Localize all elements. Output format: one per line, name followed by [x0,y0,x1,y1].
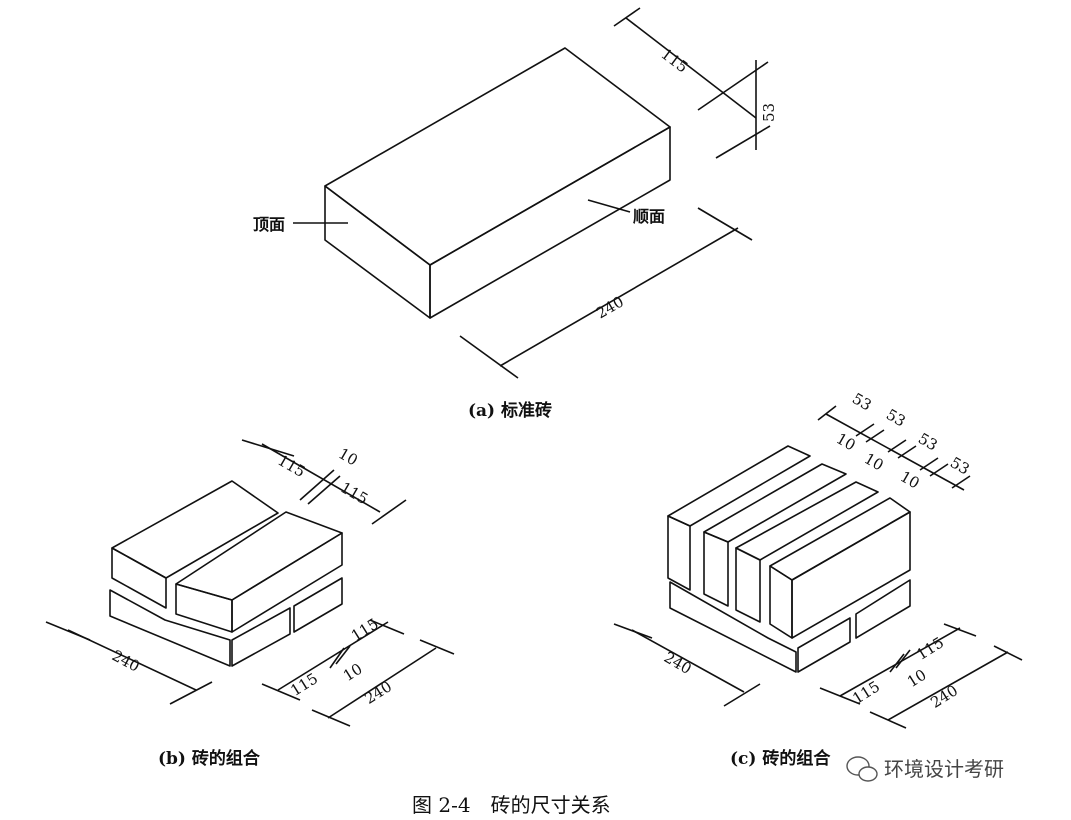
panel-b-dim-10: 10 [335,444,361,469]
figure-caption: 图 2-4 砖的尺寸关系 [412,793,611,816]
panel-b-dim-115-c: 115 [287,669,321,699]
panel-c-dim-10-b: 10 [861,449,887,474]
panel-b-brick-combination: 115 10 115 240 115 115 10 240 (b) 砖的组合 [45,439,455,769]
panel-c-dim-240-left: 240 [661,648,695,678]
panel-b-bricks [109,480,343,667]
panel-a-caption: (a) 标准砖 [468,400,552,421]
panel-c-dim-10-a: 10 [833,429,859,454]
dim-240-length: 240 [459,207,753,379]
standard-brick-drawing [324,47,671,319]
side-face-label: 顺面 [633,207,665,226]
panel-c-dim-53-a: 53 [849,389,875,414]
dim-53-height: 53 [715,60,778,159]
panel-b-top-dims: 115 10 115 [241,439,407,525]
top-face-label: 顶面 [253,215,285,234]
wechat-icon [846,756,878,782]
panel-b-dim-240-right: 240 [361,677,395,707]
panel-c-dim-115-a: 115 [849,677,883,707]
side-face-leader [587,199,631,213]
panel-c-left-dim: 240 [613,623,761,707]
watermark-text: 环境设计考研 [884,757,1004,781]
dim-53-label: 53 [760,103,778,122]
dim-115-label: 115 [658,45,692,77]
panel-b-dim-115-d: 115 [348,615,382,645]
panel-a-standard-brick: 顶面 顺面 115 53 240 (a) 标准砖 [253,7,778,421]
panel-c-dim-10-c: 10 [897,467,923,492]
panel-c-dim-240-right: 240 [927,681,961,711]
panel-c-dim-53-b: 53 [883,405,909,430]
panel-c-dim-53-d: 53 [947,453,973,478]
dim-240-label: 240 [593,292,627,322]
watermark: 环境设计考研 [838,750,1038,784]
panel-b-dim-240-left: 240 [109,646,143,675]
panel-b-left-dim: 240 [45,621,213,705]
panel-c-caption: (c) 砖的组合 [730,748,831,769]
panel-c-brick-combination: 53 53 53 53 10 10 10 240 115 115 [613,389,1023,769]
panel-b-dim-115-a: 115 [275,451,309,481]
panel-b-dim-10-b: 10 [340,660,366,685]
panel-c-dim-10-d: 10 [904,666,930,691]
panel-b-caption: (b) 砖的组合 [158,748,261,769]
panel-c-dim-53-c: 53 [915,429,941,454]
panel-c-bricks [667,445,911,673]
